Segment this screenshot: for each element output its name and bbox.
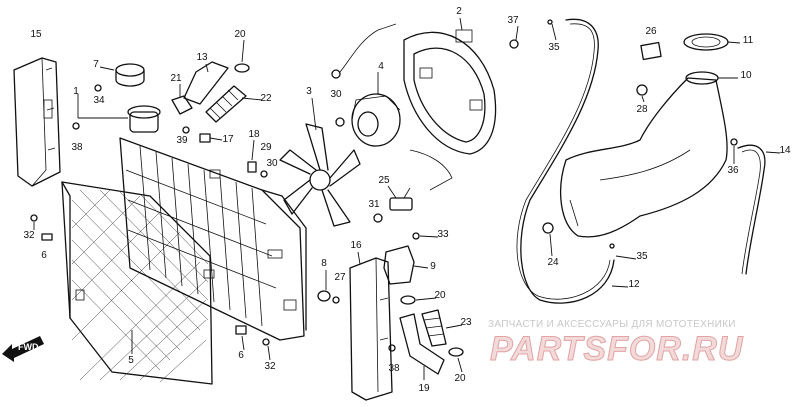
callout-c12: 12 bbox=[628, 279, 640, 290]
part-26-label bbox=[640, 41, 662, 61]
callout-c5: 5 bbox=[128, 355, 134, 366]
callout-c32b: 32 bbox=[264, 361, 276, 372]
callout-c15: 15 bbox=[30, 29, 42, 40]
callout-c31: 31 bbox=[368, 199, 380, 210]
part-4-fan-motor bbox=[331, 23, 401, 147]
callout-c20a: 20 bbox=[234, 29, 246, 40]
callout-c11: 11 bbox=[743, 35, 754, 46]
part-28-grommet bbox=[636, 84, 648, 96]
callout-c14: 14 bbox=[779, 145, 791, 156]
callout-c27: 27 bbox=[334, 272, 346, 283]
callout-c20c: 20 bbox=[454, 373, 466, 384]
part-15-left-shroud bbox=[13, 57, 61, 187]
small-fasteners bbox=[30, 19, 738, 352]
callout-c32a: 32 bbox=[23, 230, 35, 241]
leader-lines bbox=[33, 17, 781, 380]
callout-c35a: 35 bbox=[548, 42, 560, 53]
callout-c25: 25 bbox=[378, 175, 390, 186]
part-7-radiator-cap bbox=[115, 63, 145, 87]
part-5-radiator-net bbox=[61, 181, 215, 385]
callout-c17: 17 bbox=[222, 134, 234, 145]
callout-c30b: 30 bbox=[330, 89, 342, 100]
part-16-right-shroud bbox=[349, 257, 393, 401]
callout-c1: 1 bbox=[73, 86, 79, 97]
part-2-fan-shroud bbox=[403, 29, 497, 191]
part-3-fan bbox=[279, 123, 361, 227]
callout-c2: 2 bbox=[456, 6, 462, 17]
callout-c18: 18 bbox=[248, 129, 260, 140]
part-22-corrugated-hose bbox=[205, 85, 247, 123]
callout-c34: 34 bbox=[93, 95, 105, 106]
part-13-upper-hose bbox=[183, 61, 229, 105]
callout-c22: 22 bbox=[260, 93, 272, 104]
callout-c9: 9 bbox=[430, 261, 436, 272]
callout-c3: 3 bbox=[306, 86, 312, 97]
callout-c23: 23 bbox=[460, 317, 472, 328]
callout-c37: 37 bbox=[507, 15, 519, 26]
part-9-thermostat-housing bbox=[383, 245, 415, 285]
callout-c26: 26 bbox=[645, 26, 657, 37]
part-20-hose-clamp bbox=[234, 63, 250, 73]
callout-c33: 33 bbox=[437, 229, 449, 240]
callout-c36: 36 bbox=[727, 165, 739, 176]
fwd-label: FWD bbox=[18, 342, 39, 352]
callout-c8: 8 bbox=[321, 258, 327, 269]
callout-c21: 21 bbox=[170, 73, 182, 84]
part-23-corrugated-hose bbox=[421, 309, 447, 347]
part-1-radiator-core bbox=[119, 105, 307, 341]
callout-c29: 29 bbox=[260, 142, 272, 153]
part-21-hose-joint bbox=[171, 95, 193, 115]
callout-c30a: 30 bbox=[266, 158, 278, 169]
hose-clamps-lower bbox=[400, 295, 464, 357]
callout-c19: 19 bbox=[418, 383, 430, 394]
part-25-thermo-switch bbox=[389, 187, 413, 211]
part-12-siphon-tube bbox=[516, 18, 615, 304]
callout-c13: 13 bbox=[196, 52, 208, 63]
callout-c6a: 6 bbox=[41, 250, 47, 261]
part-19-lower-hose bbox=[399, 313, 445, 375]
part-14-overflow-tube bbox=[737, 144, 766, 275]
watermark-caption: ЗАПЧАСТИ И АКСЕССУАРЫ ДЛЯ МОТОТЕХНИКИ bbox=[488, 319, 736, 330]
callout-c38b: 38 bbox=[388, 363, 400, 374]
callout-c10: 10 bbox=[740, 70, 752, 81]
callout-c4: 4 bbox=[378, 61, 384, 72]
callout-c7: 7 bbox=[93, 59, 99, 70]
watermark-brand: PARTSFOR.RU bbox=[490, 330, 744, 368]
callout-c38a: 38 bbox=[71, 142, 83, 153]
callout-c20b: 20 bbox=[434, 290, 446, 301]
callout-c28: 28 bbox=[636, 104, 648, 115]
part-11-tank-cap bbox=[683, 33, 729, 51]
callout-c35b: 35 bbox=[636, 251, 648, 262]
callout-c39: 39 bbox=[176, 135, 188, 146]
forward-direction-arrow: FWD bbox=[2, 336, 44, 362]
callout-c24: 24 bbox=[547, 257, 559, 268]
callout-c6b: 6 bbox=[238, 350, 244, 361]
callout-c16: 16 bbox=[350, 240, 362, 251]
part-8-cap-nut bbox=[317, 290, 331, 302]
part-10-reserve-tank bbox=[542, 71, 728, 238]
